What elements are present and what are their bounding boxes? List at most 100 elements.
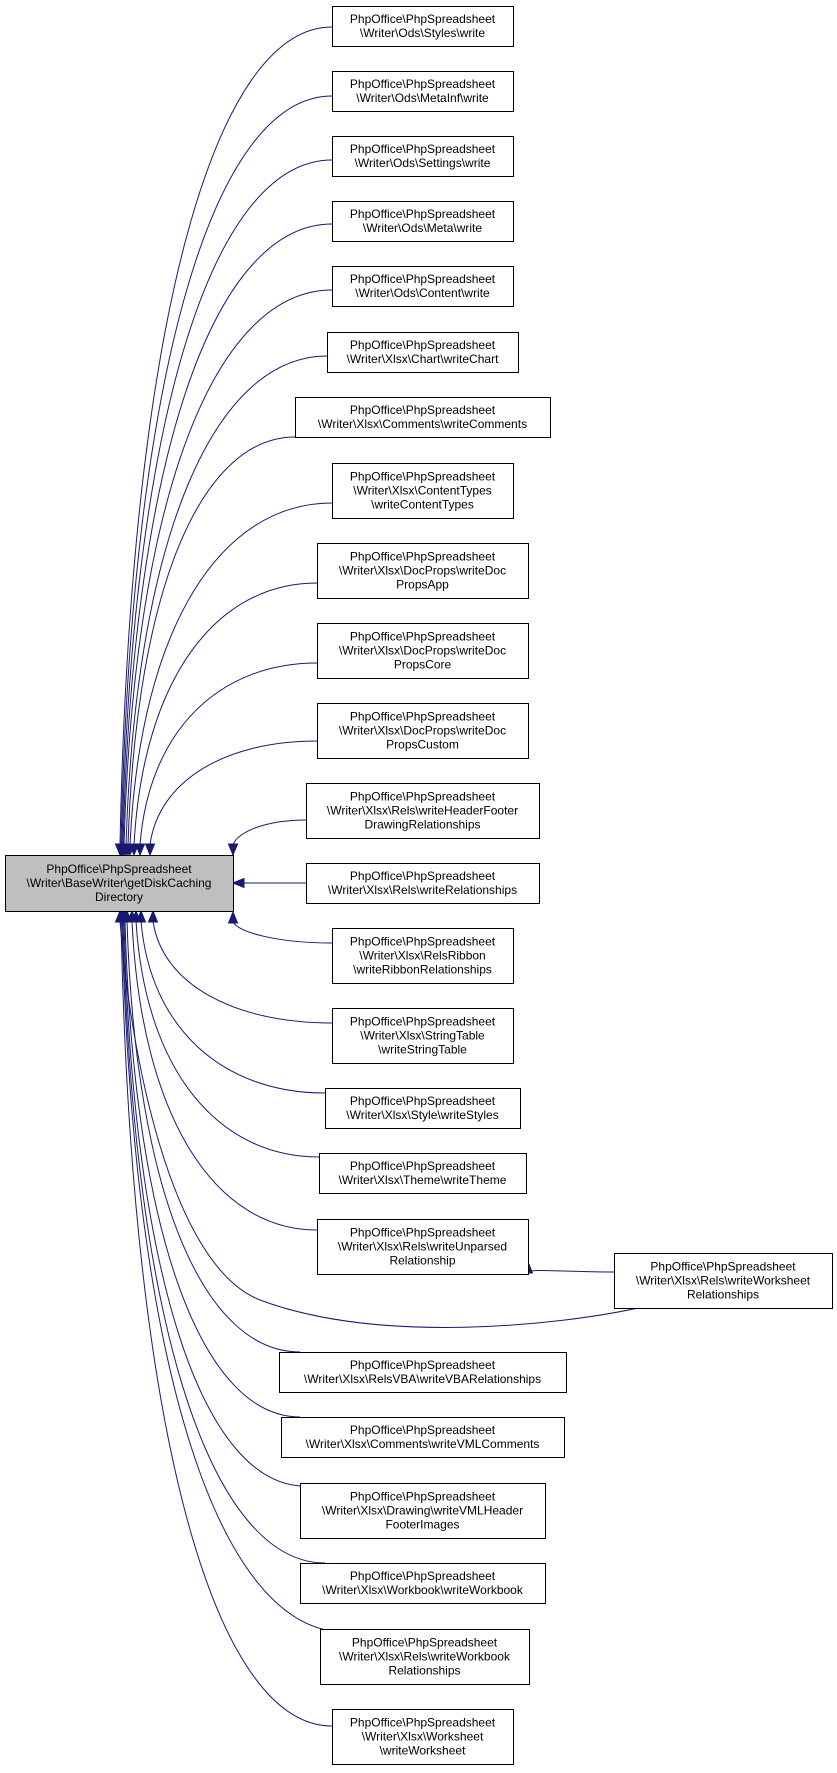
- caller-node-xlsx-chart[interactable]: PhpOffice\PhpSpreadsheet\Writer\Xlsx\Cha…: [327, 332, 519, 373]
- node-label-line: \Writer\Xlsx\RelsVBA\writeVBARelationshi…: [304, 1372, 541, 1386]
- caller-node-xlsx-comments[interactable]: PhpOffice\PhpSpreadsheet\Writer\Xlsx\Com…: [295, 397, 551, 438]
- node-label-line: \Writer\Ods\Styles\write: [360, 26, 485, 40]
- node-label-line: PhpOffice\PhpSpreadsheet: [350, 1226, 496, 1240]
- node-label-line: PhpOffice\PhpSpreadsheet: [350, 142, 496, 156]
- node-label-line: \Writer\Xlsx\Rels\writeHeaderFooter: [327, 804, 518, 818]
- caller-node-xlsx-rels-unparsed[interactable]: PhpOffice\PhpSpreadsheet\Writer\Xlsx\Rel…: [317, 1219, 529, 1275]
- caller-node-xlsx-contenttypes[interactable]: PhpOffice\PhpSpreadsheet\Writer\Xlsx\Con…: [332, 463, 514, 519]
- node-label-line: PhpOffice\PhpSpreadsheet: [350, 1015, 496, 1029]
- node-box: [295, 397, 551, 438]
- node-label-line: Relationship: [389, 1254, 455, 1268]
- arrowhead-xlsx-worksheet-to-focus: [115, 909, 127, 923]
- node-label-line: Directory: [95, 890, 143, 904]
- arrowhead-xlsx-stringtable-to-focus: [147, 909, 159, 923]
- edge-xlsx-drawing-vml-to-focus: [123, 920, 306, 1487]
- edge-xlsx-rels-workbook-to-focus: [121, 920, 346, 1633]
- edge-ods-metainf-to-focus: [120, 95, 333, 846]
- node-label-line: \Writer\Xlsx\Rels\writeWorksheet: [636, 1274, 811, 1288]
- caller-node-xlsx-relsribbon[interactable]: PhpOffice\PhpSpreadsheet\Writer\Xlsx\Rel…: [332, 928, 514, 984]
- node-label-line: \Writer\Xlsx\StringTable: [360, 1029, 485, 1043]
- edge-xlsx-contenttypes-to-focus: [129, 502, 333, 846]
- node-label-line: FooterImages: [385, 1518, 459, 1532]
- node-box: [300, 1483, 546, 1539]
- caller-node-xlsx-docprops-custom[interactable]: PhpOffice\PhpSpreadsheet\Writer\Xlsx\Doc…: [317, 703, 529, 759]
- caller-node-xlsx-drawing-vml[interactable]: PhpOffice\PhpSpreadsheet\Writer\Xlsx\Dra…: [300, 1483, 546, 1539]
- node-box: [300, 1563, 546, 1604]
- node-label-line: PhpOffice\PhpSpreadsheet: [350, 1094, 496, 1108]
- node-box: [332, 463, 514, 519]
- node-label-line: PhpOffice\PhpSpreadsheet: [350, 272, 496, 286]
- caller-node-xlsx-worksheet[interactable]: PhpOffice\PhpSpreadsheet\Writer\Xlsx\Wor…: [332, 1709, 514, 1765]
- edge-xlsx-rels-worksheet-to-xlsx-rels-unparsed: [527, 1269, 615, 1273]
- edge-ods-content-to-focus: [123, 289, 333, 846]
- caller-node-xlsx-docprops-app[interactable]: PhpOffice\PhpSpreadsheet\Writer\Xlsx\Doc…: [317, 543, 529, 599]
- node-box: [327, 332, 519, 373]
- caller-node-xlsx-rels-relationships[interactable]: PhpOffice\PhpSpreadsheet\Writer\Xlsx\Rel…: [306, 863, 540, 904]
- edges: [114, 26, 639, 1727]
- node-box: [317, 1219, 529, 1275]
- node-label-line: PropsCore: [394, 658, 452, 672]
- node-label-line: PhpOffice\PhpSpreadsheet: [350, 77, 496, 91]
- node-label-line: \writeWorksheet: [380, 1744, 466, 1758]
- node-label-line: \Writer\BaseWriter\getDiskCaching: [27, 876, 212, 890]
- node-label-line: PhpOffice\PhpSpreadsheet: [350, 935, 496, 949]
- node-box: [281, 1417, 565, 1458]
- node-label-line: PhpOffice\PhpSpreadsheet: [350, 338, 496, 352]
- node-label-line: PhpOffice\PhpSpreadsheet: [46, 862, 192, 876]
- caller-node-ods-content[interactable]: PhpOffice\PhpSpreadsheet\Writer\Ods\Cont…: [332, 266, 514, 307]
- caller-node-xlsx-relsvba[interactable]: PhpOffice\PhpSpreadsheet\Writer\Xlsx\Rel…: [279, 1352, 567, 1393]
- caller-node-ods-settings[interactable]: PhpOffice\PhpSpreadsheet\Writer\Ods\Sett…: [332, 136, 514, 177]
- focus-node[interactable]: PhpOffice\PhpSpreadsheet\Writer\BaseWrit…: [5, 855, 234, 912]
- node-label-line: PhpOffice\PhpSpreadsheet: [350, 12, 496, 26]
- caller-node-xlsx-rels-worksheet[interactable]: PhpOffice\PhpSpreadsheet\Writer\Xlsx\Rel…: [614, 1253, 833, 1309]
- node-label-line: \Writer\Ods\Meta\write: [363, 221, 482, 235]
- node-label-line: PropsCustom: [386, 738, 459, 752]
- node-label-line: \Writer\Xlsx\Comments\writeVMLComments: [306, 1437, 540, 1451]
- edge-xlsx-style-to-focus: [140, 920, 326, 1094]
- node-label-line: \Writer\Xlsx\Rels\writeWorkbook: [339, 1650, 511, 1664]
- nodes: PhpOffice\PhpSpreadsheet\Writer\BaseWrit…: [5, 6, 833, 1765]
- node-box: [332, 6, 514, 47]
- caller-node-xlsx-style[interactable]: PhpOffice\PhpSpreadsheet\Writer\Xlsx\Sty…: [325, 1088, 521, 1129]
- caller-node-xlsx-workbook[interactable]: PhpOffice\PhpSpreadsheet\Writer\Xlsx\Wor…: [300, 1563, 546, 1604]
- node-box: [332, 71, 514, 112]
- node-label-line: \Writer\Xlsx\Comments\writeComments: [318, 417, 527, 431]
- edge-xlsx-rels-unparsed-to-focus: [131, 920, 318, 1231]
- node-label-line: PhpOffice\PhpSpreadsheet: [350, 1159, 496, 1173]
- caller-node-xlsx-rels-headerfooter[interactable]: PhpOffice\PhpSpreadsheet\Writer\Xlsx\Rel…: [306, 783, 540, 839]
- node-label-line: \Writer\Xlsx\Theme\writeTheme: [339, 1173, 507, 1187]
- caller-node-xlsx-stringtable[interactable]: PhpOffice\PhpSpreadsheet\Writer\Xlsx\Str…: [332, 1008, 514, 1064]
- node-label-line: \Writer\Xlsx\Workbook\writeWorkbook: [322, 1583, 524, 1597]
- node-label-line: PhpOffice\PhpSpreadsheet: [350, 207, 496, 221]
- caller-node-xlsx-docprops-core[interactable]: PhpOffice\PhpSpreadsheet\Writer\Xlsx\Doc…: [317, 623, 529, 679]
- arrowhead-xlsx-rels-headerfooter-to-focus: [227, 843, 239, 857]
- edge-xlsx-comments-vml-to-focus: [124, 920, 301, 1418]
- edge-xlsx-docprops-custom-to-focus: [149, 740, 318, 846]
- caller-node-xlsx-theme[interactable]: PhpOffice\PhpSpreadsheet\Writer\Xlsx\The…: [319, 1153, 527, 1194]
- edge-ods-settings-to-focus: [121, 159, 333, 846]
- edge-xlsx-chart-to-focus: [125, 355, 328, 846]
- node-label-line: \Writer\Xlsx\Rels\writeRelationships: [328, 883, 517, 897]
- edge-xlsx-rels-worksheet-to-focus: [119, 920, 639, 1328]
- node-label-line: PhpOffice\PhpSpreadsheet: [350, 550, 496, 564]
- caller-node-xlsx-comments-vml[interactable]: PhpOffice\PhpSpreadsheet\Writer\Xlsx\Com…: [281, 1417, 565, 1458]
- node-label-line: \Writer\Ods\Content\write: [355, 286, 490, 300]
- caller-node-ods-meta[interactable]: PhpOffice\PhpSpreadsheet\Writer\Ods\Meta…: [332, 201, 514, 242]
- caller-node-xlsx-rels-workbook[interactable]: PhpOffice\PhpSpreadsheet\Writer\Xlsx\Rel…: [320, 1629, 530, 1685]
- edge-xlsx-relsvba-to-focus: [126, 920, 301, 1353]
- edge-xlsx-workbook-to-focus: [122, 920, 326, 1564]
- node-box: [319, 1153, 527, 1194]
- edge-ods-meta-to-focus: [122, 223, 333, 846]
- caller-node-ods-styles[interactable]: PhpOffice\PhpSpreadsheet\Writer\Ods\Styl…: [332, 6, 514, 47]
- node-box: [332, 201, 514, 242]
- node-box: [306, 783, 540, 839]
- node-label-line: DrawingRelationships: [364, 818, 480, 832]
- node-label-line: PhpOffice\PhpSpreadsheet: [352, 1636, 498, 1650]
- caller-node-ods-metainf[interactable]: PhpOffice\PhpSpreadsheet\Writer\Ods\Meta…: [332, 71, 514, 112]
- node-label-line: PhpOffice\PhpSpreadsheet: [650, 1260, 796, 1274]
- node-label-line: \Writer\Xlsx\Style\writeStyles: [346, 1108, 498, 1122]
- node-label-line: \Writer\Xlsx\Worksheet: [362, 1730, 484, 1744]
- node-label-line: PhpOffice\PhpSpreadsheet: [350, 1490, 496, 1504]
- edge-xlsx-theme-to-focus: [135, 920, 320, 1158]
